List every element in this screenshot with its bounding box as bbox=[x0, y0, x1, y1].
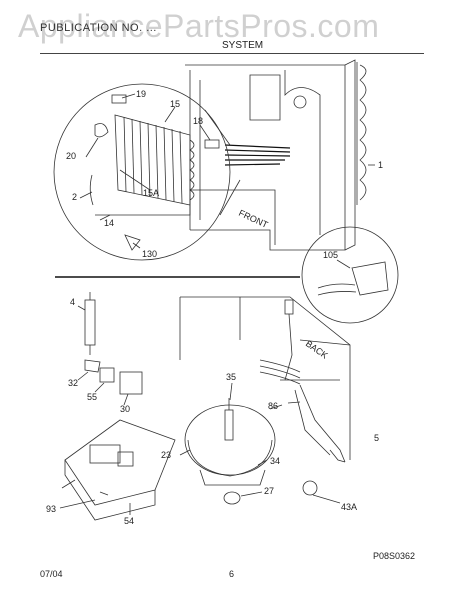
part-label-130: 130 bbox=[142, 249, 157, 259]
shelf-hatch bbox=[224, 144, 291, 166]
part-label-35: 35 bbox=[226, 372, 236, 382]
detail-magnifier-circle bbox=[53, 83, 231, 261]
label-front: FRONT bbox=[237, 208, 270, 230]
part-20-heater bbox=[94, 123, 109, 138]
part-label-19: 19 bbox=[136, 89, 146, 99]
part-5-cord bbox=[329, 449, 346, 463]
cabinet-hole bbox=[293, 95, 307, 109]
part-2-clip bbox=[89, 174, 94, 206]
part-32-clip bbox=[84, 359, 101, 373]
part-label-2: 2 bbox=[72, 192, 77, 202]
part-label-18: 18 bbox=[193, 116, 203, 126]
part-label-86: 86 bbox=[268, 401, 278, 411]
footer-date: 07/04 bbox=[40, 569, 63, 579]
part-18-pad bbox=[204, 139, 220, 149]
part-label-54: 54 bbox=[124, 516, 134, 526]
wiring bbox=[259, 299, 346, 463]
watermark: AppliancePartsPros.com bbox=[18, 8, 380, 44]
part-105-relay bbox=[317, 259, 389, 296]
diagram-code: P08S0362 bbox=[373, 551, 416, 561]
part-label-93: 93 bbox=[46, 504, 56, 514]
part-label-20: 20 bbox=[66, 151, 76, 161]
footer-page-number: 6 bbox=[229, 569, 235, 579]
cabinet-drawing bbox=[185, 59, 356, 251]
part-label-105: 105 bbox=[323, 250, 338, 260]
part-labels: FRONT BACK 19 15 18 1 20 15A 2 14 130 10… bbox=[46, 89, 383, 526]
part-label-23: 23 bbox=[161, 450, 171, 460]
evaporator-coil bbox=[114, 114, 195, 206]
part-27-grommet bbox=[223, 491, 241, 505]
part-14-tube bbox=[95, 195, 191, 216]
part-54-control-box bbox=[64, 419, 176, 521]
detail-circle-105 bbox=[301, 226, 399, 324]
part-label-34: 34 bbox=[270, 456, 280, 466]
part-130-clip bbox=[124, 234, 141, 251]
part-label-27: 27 bbox=[264, 486, 274, 496]
part-label-15: 15 bbox=[170, 99, 180, 109]
part-86-screw bbox=[287, 401, 301, 404]
part-43a-clamp bbox=[302, 480, 318, 496]
header-divider bbox=[40, 53, 424, 54]
cabinet-back bbox=[179, 296, 351, 460]
part-label-30: 30 bbox=[120, 404, 130, 414]
part-label-15a: 15A bbox=[143, 188, 159, 198]
part-label-5: 5 bbox=[374, 433, 379, 443]
part-label-32: 32 bbox=[68, 378, 78, 388]
part-30-overload bbox=[119, 371, 143, 395]
condenser-coil bbox=[356, 62, 367, 205]
part-label-1: 1 bbox=[378, 160, 383, 170]
part-label-43a: 43A bbox=[341, 502, 357, 512]
part-93-screw bbox=[99, 491, 109, 496]
part-4-drier bbox=[77, 292, 96, 355]
part-19-pad bbox=[111, 94, 127, 104]
section-title: SYSTEM bbox=[222, 40, 264, 51]
part-23-compressor bbox=[184, 398, 276, 486]
part-55-relay bbox=[99, 367, 115, 383]
part-label-14: 14 bbox=[104, 218, 114, 228]
header-title: PUBLICATION NO. ... bbox=[40, 22, 157, 34]
part-label-55: 55 bbox=[87, 392, 97, 402]
part-label-4: 4 bbox=[70, 297, 75, 307]
